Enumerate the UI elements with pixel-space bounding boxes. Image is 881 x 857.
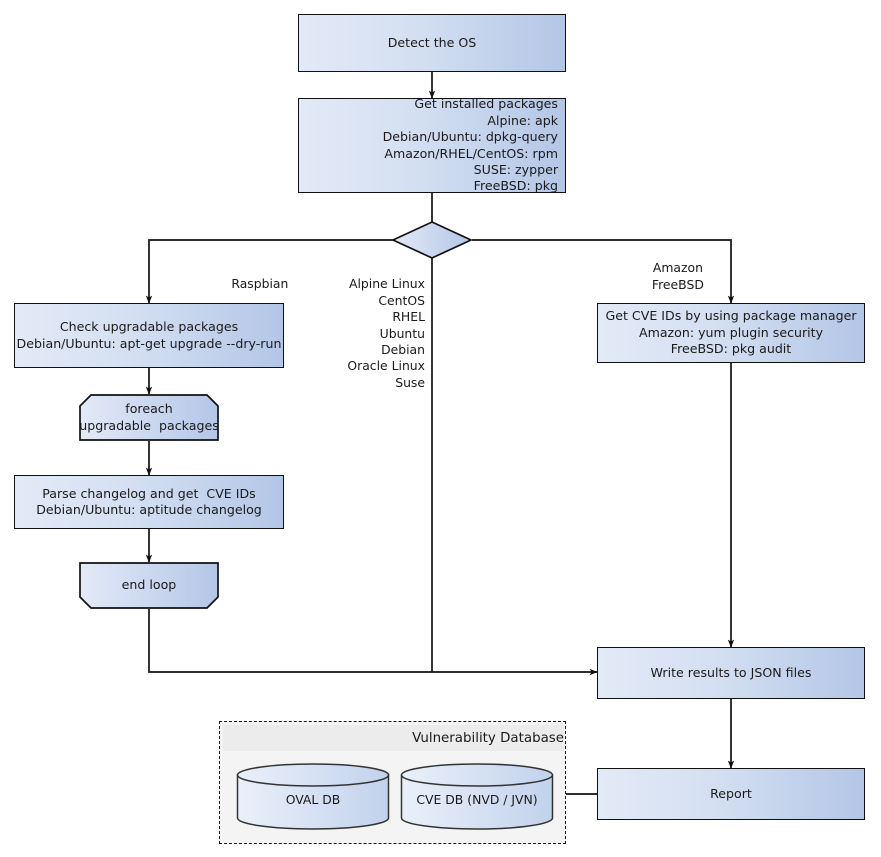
node-get-cve-line-0: Get CVE IDs by using package manager bbox=[605, 308, 857, 324]
edge-label-os-rhel: RHEL bbox=[392, 309, 425, 325]
node-report[interactable]: Report bbox=[597, 768, 865, 820]
node-parse-changelog-line-0: Parse changelog and get CVE IDs bbox=[42, 485, 256, 501]
node-foreach-upgradable-packages[interactable]: foreach upgradable packages bbox=[79, 394, 219, 441]
node-check-upgradable-packages[interactable]: Check upgradable packages Debian/Ubuntu:… bbox=[14, 303, 284, 368]
node-report-line-0: Report bbox=[710, 785, 752, 801]
edge-label-amazon: Amazon bbox=[652, 260, 703, 276]
edge-label-raspbian: Raspbian bbox=[157, 260, 347, 309]
node-parse-changelog-line-1: Debian/Ubuntu: aptitude changelog bbox=[36, 502, 262, 517]
cylinder-icon bbox=[400, 763, 554, 830]
database-group-container: Vulnerability Database OVAL DB bbox=[219, 721, 566, 844]
node-get-installed-packages-line-3: Amazon/RHEL/CentOS: rpm bbox=[384, 145, 558, 161]
edge-label-os-suse: Suse bbox=[395, 374, 425, 390]
cylinder-icon bbox=[236, 763, 390, 830]
edge-label-os-debian: Debian bbox=[381, 342, 425, 358]
decision-diamond-shape bbox=[390, 221, 474, 259]
node-end-loop[interactable]: end loop bbox=[79, 562, 219, 609]
node-os-decision-diamond[interactable] bbox=[390, 220, 474, 260]
node-get-cve-line-2: FreeBSD: pkg audit bbox=[670, 341, 792, 357]
edge-label-amazon-freebsd: Amazon FreeBSD bbox=[615, 244, 725, 310]
node-check-upgradable-line-0: Check upgradable packages bbox=[59, 319, 239, 335]
database-group-title: Vulnerability Database bbox=[223, 725, 564, 751]
edge-label-freebsd: FreeBSD bbox=[651, 276, 704, 292]
node-get-installed-packages[interactable]: Get installed packages Alpine: apk Debia… bbox=[298, 96, 566, 194]
edge-endloop-to-write-results bbox=[148, 609, 598, 676]
node-check-upgradable-line-1: Debian/Ubuntu: apt-get upgrade --dry-run bbox=[16, 335, 282, 351]
node-detect-the-os[interactable]: Detect the OS bbox=[298, 14, 566, 72]
loop-start-shape bbox=[79, 394, 219, 441]
edge-label-middle-os-list: Alpine Linux CentOS RHEL Ubuntu Debian O… bbox=[290, 260, 425, 408]
node-get-installed-packages-line-2: Debian/Ubuntu: dpkg-query bbox=[382, 129, 558, 145]
edge-label-os-alpine: Alpine Linux bbox=[348, 276, 425, 292]
node-write-results-to-json-files[interactable]: Write results to JSON files bbox=[597, 647, 865, 699]
edge-label-raspbian-line-0: Raspbian bbox=[231, 276, 289, 292]
node-get-cve-ids-package-manager[interactable]: Get CVE IDs by using package manager Ama… bbox=[597, 303, 865, 363]
edge-label-os-ubuntu: Ubuntu bbox=[379, 325, 425, 341]
node-get-cve-line-1: Amazon: yum plugin security bbox=[638, 324, 824, 340]
node-write-results-line-0: Write results to JSON files bbox=[650, 664, 812, 680]
node-get-installed-packages-line-1: Alpine: apk bbox=[487, 112, 558, 128]
edge-label-os-oracle-linux: Oracle Linux bbox=[347, 358, 425, 374]
edge-label-os-centos: CentOS bbox=[378, 292, 425, 308]
database-store-cve-db[interactable]: CVE DB (NVD / JVN) bbox=[400, 763, 554, 830]
node-get-installed-packages-line-5: FreeBSD: pkg bbox=[473, 178, 558, 194]
node-detect-the-os-line-0: Detect the OS bbox=[387, 34, 477, 50]
database-store-oval-db[interactable]: OVAL DB bbox=[236, 763, 390, 830]
loop-end-shape bbox=[79, 562, 219, 609]
node-parse-changelog[interactable]: Parse changelog and get CVE IDs Debian/U… bbox=[14, 475, 284, 529]
node-get-installed-packages-line-0: Get installed packages bbox=[414, 96, 558, 112]
node-get-installed-packages-line-4: SUSE: zypper bbox=[473, 161, 558, 177]
